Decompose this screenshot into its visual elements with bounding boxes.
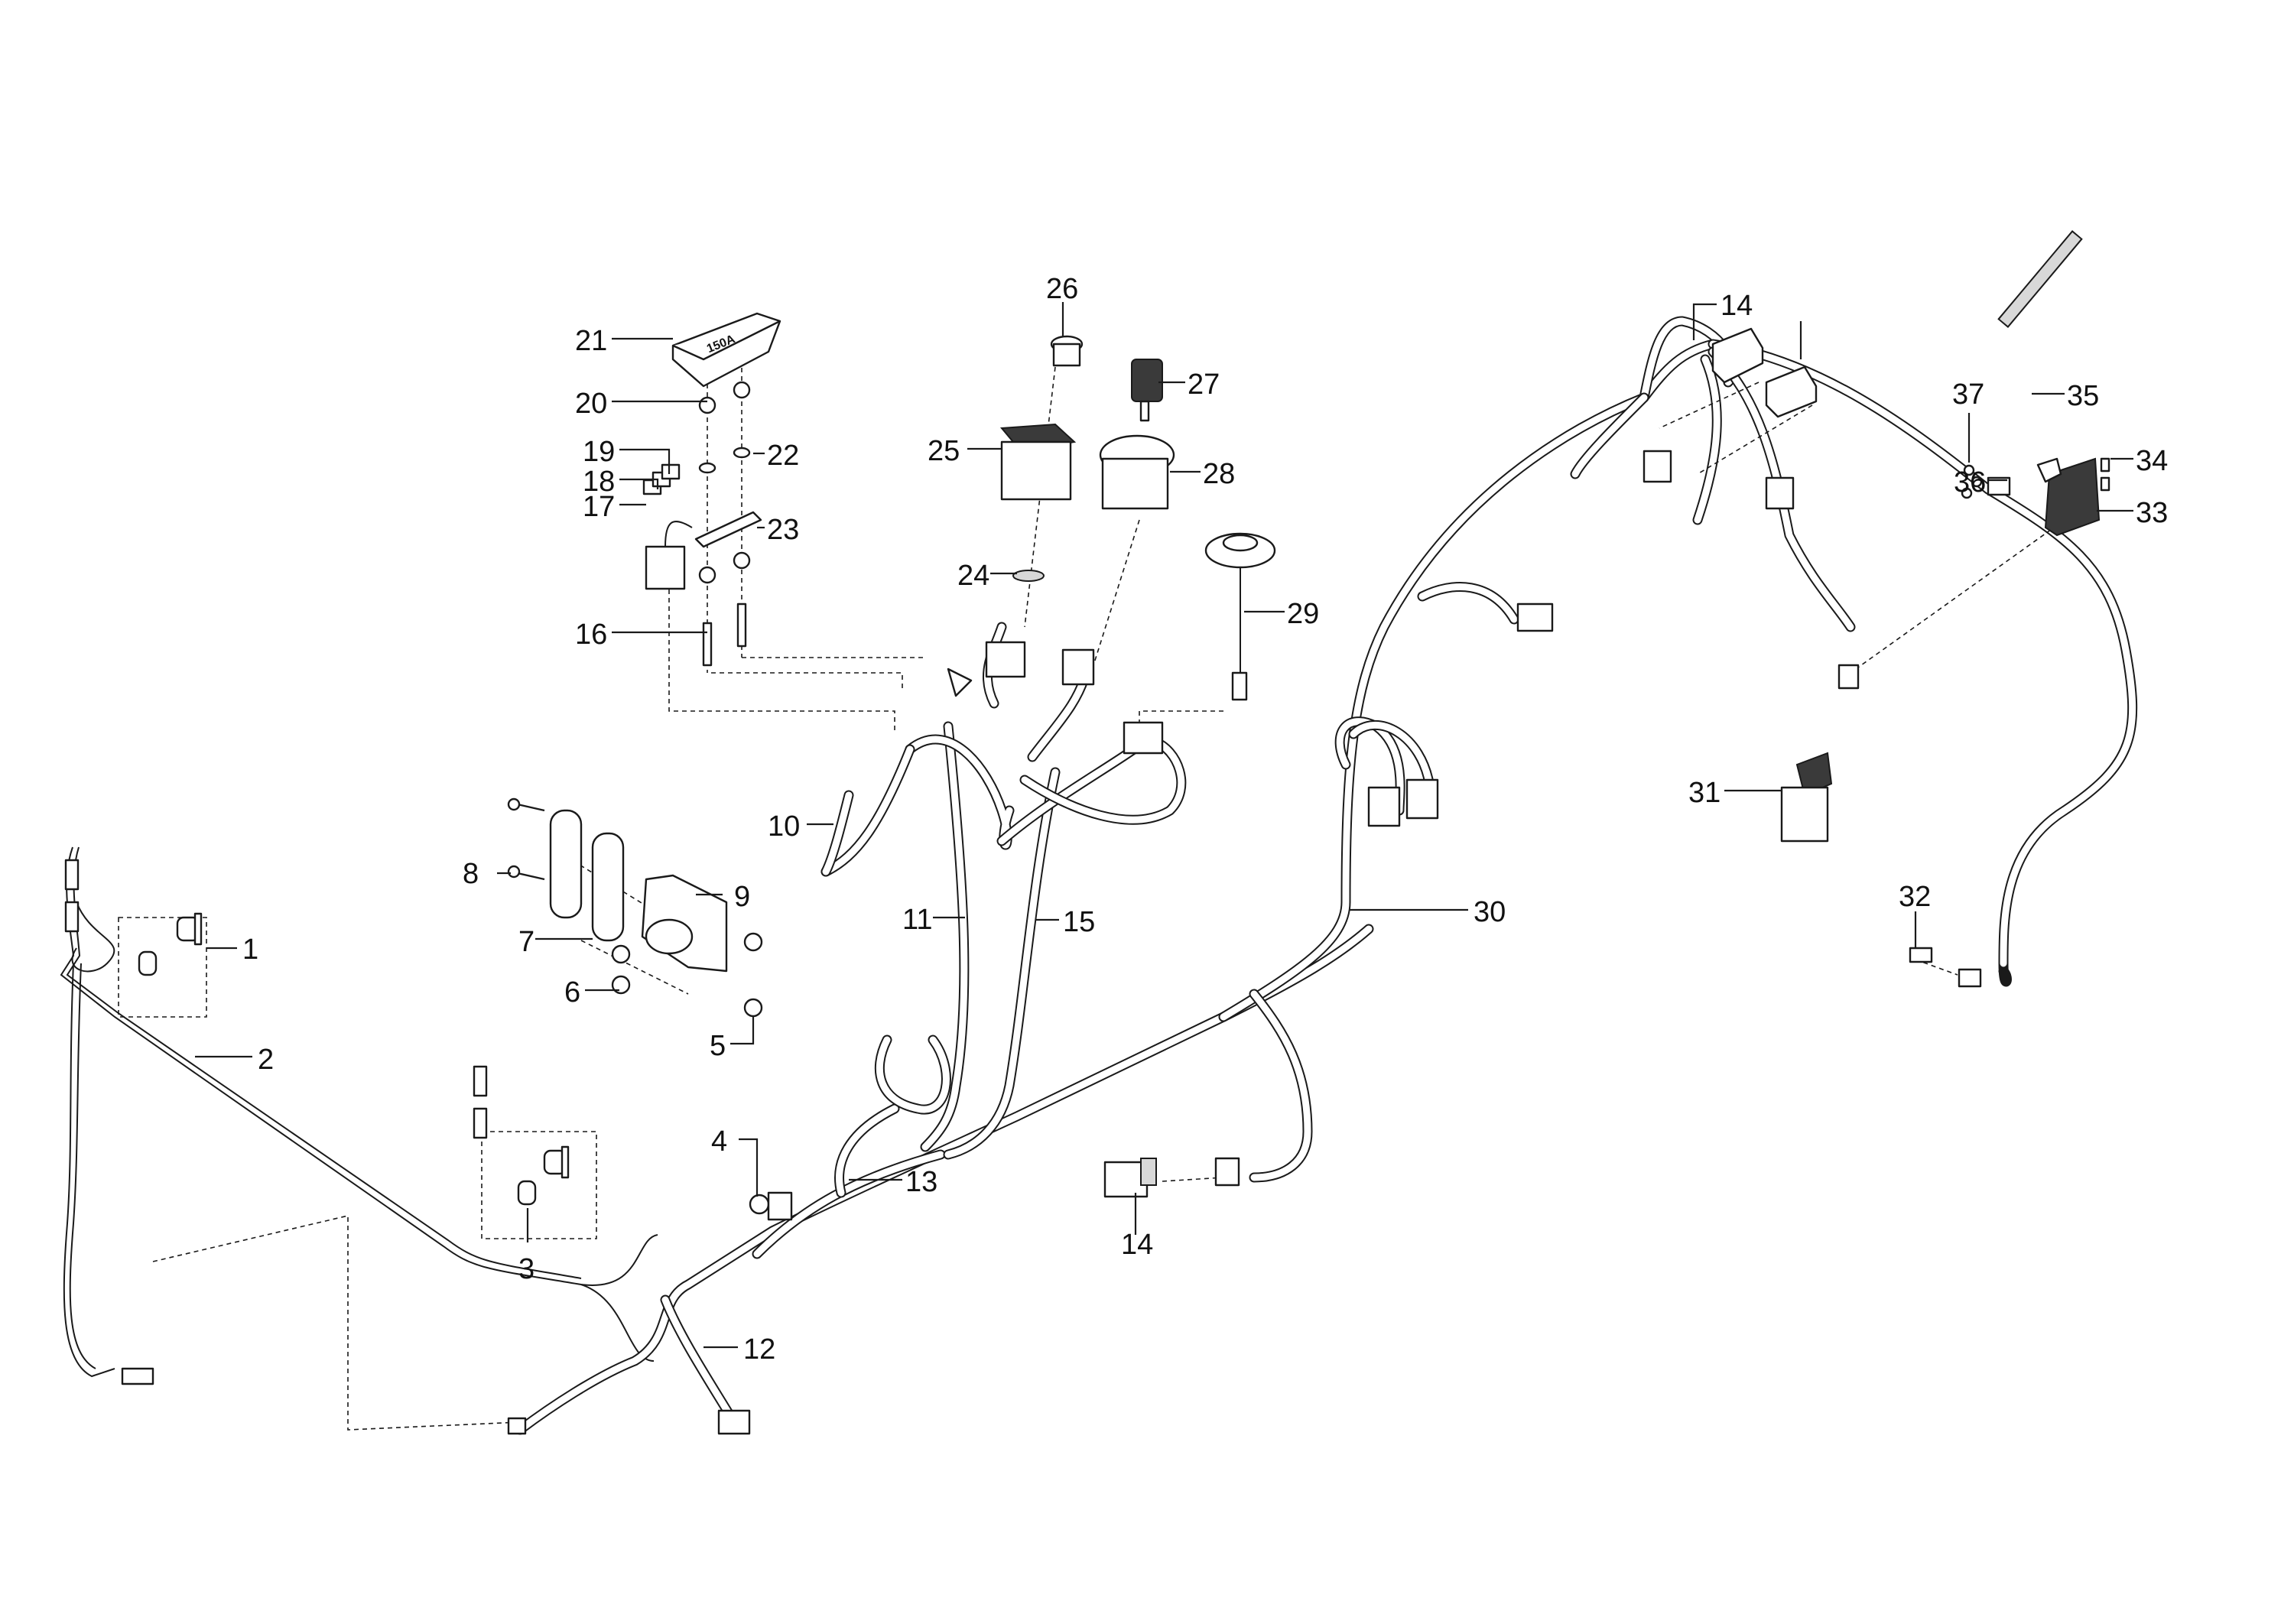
connector-32[interactable] [1909, 947, 1933, 963]
callout-26[interactable]: 26 [1046, 273, 1078, 305]
callout-18[interactable]: 18 [583, 466, 615, 498]
callout-7[interactable]: 7 [518, 926, 535, 958]
ignition-key[interactable] [1131, 359, 1163, 422]
callout-20[interactable]: 20 [575, 388, 607, 420]
callout-28[interactable]: 28 [1203, 458, 1235, 490]
buzzer[interactable] [1204, 532, 1276, 701]
connector[interactable] [1765, 476, 1795, 510]
connector[interactable] [717, 1409, 751, 1435]
fuse-link[interactable] [694, 511, 762, 548]
solenoid-assembly[interactable] [507, 797, 763, 1018]
connector[interactable] [1061, 648, 1095, 686]
connector[interactable] [121, 1367, 154, 1385]
connector[interactable] [473, 1065, 488, 1097]
callout-30[interactable]: 30 [1474, 896, 1506, 928]
connector[interactable] [985, 641, 1026, 678]
nut-20[interactable] [698, 396, 716, 414]
flange-nut-5[interactable] [743, 998, 763, 1018]
connector[interactable] [1837, 664, 1860, 690]
parts: 150A [64, 229, 2110, 1435]
connector[interactable] [1367, 786, 1401, 827]
lamp-socket-left[interactable] [138, 912, 203, 976]
fuse-holder[interactable] [645, 545, 686, 590]
callout-37[interactable]: 37 [1952, 378, 1984, 411]
leader-lines [195, 302, 2133, 1349]
callout-14-plunger-switch[interactable]: 14 [1121, 1229, 1153, 1261]
callout-3[interactable]: 3 [518, 1253, 535, 1285]
seat-switches[interactable] [1711, 327, 1818, 418]
fuse-cover[interactable]: 150A [671, 312, 781, 388]
callout-6[interactable]: 6 [564, 976, 580, 1009]
connector[interactable] [64, 901, 80, 933]
nut[interactable] [733, 551, 751, 570]
callout-19[interactable]: 19 [583, 436, 615, 468]
headlight-harness [60, 846, 658, 1378]
harness-wires [60, 316, 2138, 1435]
callout-labels: 1 2 3 4 5 6 7 8 9 10 11 12 13 14 14 15 1… [242, 273, 2168, 1366]
connector[interactable] [1958, 968, 1982, 988]
callout-17[interactable]: 17 [583, 491, 615, 523]
connector[interactable] [507, 1417, 527, 1435]
plunger-switch[interactable] [1103, 1157, 1240, 1198]
washer-22[interactable] [733, 447, 751, 459]
regulator-assembly[interactable] [1961, 229, 2110, 537]
callout-11[interactable]: 11 [902, 904, 932, 936]
ground-terminal[interactable] [947, 667, 973, 697]
callout-4[interactable]: 4 [711, 1125, 727, 1158]
callout-21[interactable]: 21 [575, 325, 607, 357]
callout-36[interactable]: 36 [1954, 466, 1986, 499]
callout-22[interactable]: 22 [767, 440, 799, 472]
nut[interactable] [733, 381, 751, 399]
callout-23[interactable]: 23 [767, 514, 799, 546]
rocker-switch[interactable] [999, 423, 1077, 501]
callout-13[interactable]: 13 [905, 1166, 937, 1198]
callout-15[interactable]: 15 [1063, 906, 1095, 938]
callout-14-seat-switch[interactable]: 14 [1720, 290, 1753, 322]
connector[interactable] [64, 859, 80, 891]
pto-switch[interactable] [1780, 752, 1833, 843]
hex-nut[interactable] [611, 944, 631, 964]
central-harness [820, 622, 1187, 1160]
cable-tie[interactable] [1012, 570, 1045, 582]
ignition-switch[interactable] [1099, 434, 1175, 510]
flange-nut[interactable] [743, 932, 763, 952]
nut[interactable] [698, 566, 716, 584]
fasteners-stack [698, 381, 751, 667]
callout-1[interactable]: 1 [242, 934, 258, 966]
grommet[interactable] [749, 1194, 770, 1215]
lamp-socket-right[interactable] [517, 1145, 570, 1206]
callout-31[interactable]: 31 [1688, 777, 1720, 809]
callout-2[interactable]: 2 [258, 1044, 274, 1076]
callout-10[interactable]: 10 [768, 810, 800, 843]
callout-12[interactable]: 12 [743, 1333, 775, 1366]
connector[interactable] [473, 1107, 488, 1139]
connector[interactable] [1123, 721, 1164, 755]
callout-29[interactable]: 29 [1287, 598, 1319, 630]
screw[interactable] [736, 603, 747, 648]
push-button[interactable] [1050, 335, 1084, 367]
washer[interactable] [698, 462, 716, 474]
callout-24[interactable]: 24 [957, 560, 989, 592]
assembly-lines [118, 359, 2065, 1431]
callout-35[interactable]: 35 [2067, 380, 2099, 412]
callout-9[interactable]: 9 [734, 881, 750, 913]
callout-34[interactable]: 34 [2136, 445, 2168, 477]
connector[interactable] [767, 1191, 793, 1221]
callout-8[interactable]: 8 [463, 858, 479, 890]
callout-25[interactable]: 25 [928, 435, 960, 467]
hex-nut-6[interactable] [611, 975, 631, 995]
main-harness [1218, 316, 2138, 1183]
callout-33[interactable]: 33 [2136, 497, 2168, 529]
callout-27[interactable]: 27 [1188, 369, 1220, 401]
callout-5[interactable]: 5 [710, 1030, 726, 1062]
connector[interactable] [1516, 603, 1554, 632]
connector[interactable] [1643, 450, 1672, 483]
connector[interactable] [1405, 778, 1439, 820]
callout-16[interactable]: 16 [575, 619, 607, 651]
callout-32[interactable]: 32 [1899, 881, 1931, 913]
screw-16[interactable] [702, 622, 713, 667]
